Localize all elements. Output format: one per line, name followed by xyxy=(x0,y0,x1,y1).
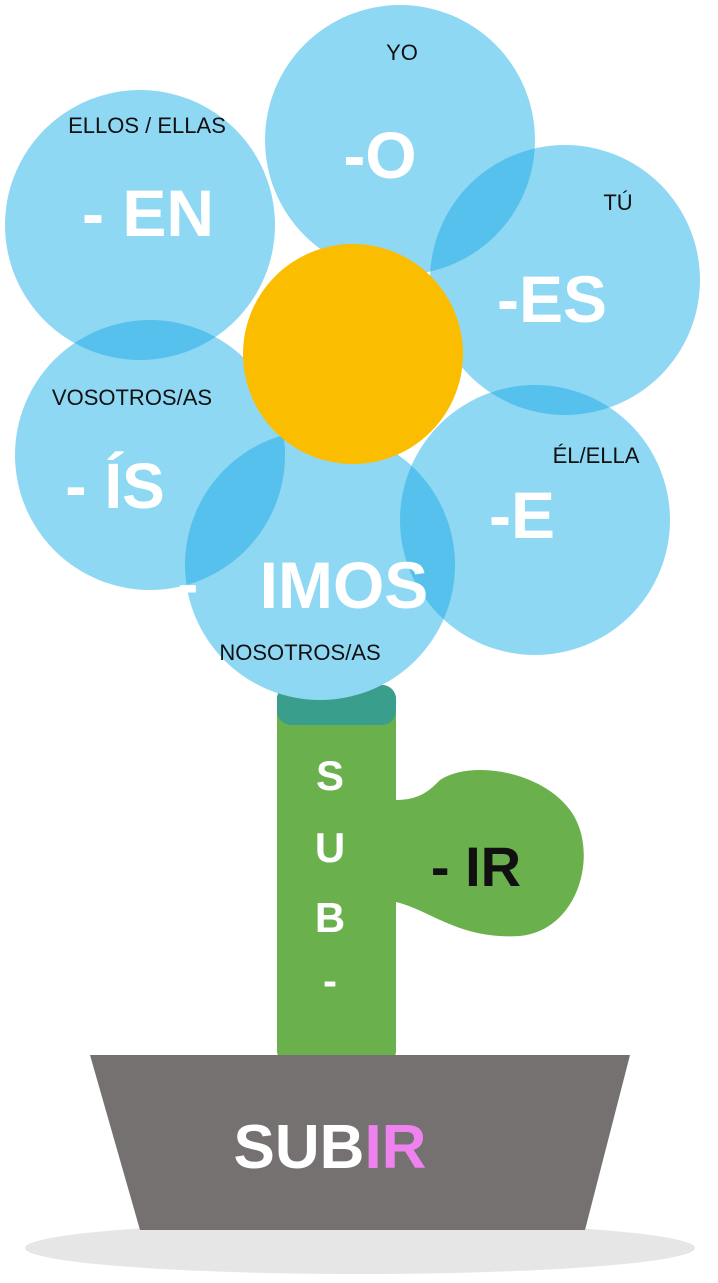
ending-ellos: - EN xyxy=(82,176,214,250)
petal-ellos xyxy=(5,90,275,360)
stem-letter: S xyxy=(316,752,344,799)
pronoun-vosotros: VOSOTROS/AS xyxy=(52,385,212,410)
ending-yo: -O xyxy=(343,118,416,192)
pronoun-el: ÉL/ELLA xyxy=(553,443,640,468)
stem-body xyxy=(277,685,396,1065)
pot-body xyxy=(90,1055,630,1230)
pronoun-nosotros: NOSOTROS/AS xyxy=(219,640,380,665)
leaf-label: - IR xyxy=(431,835,521,898)
pronoun-ellos: ELLOS / ELLAS xyxy=(68,113,226,138)
overlap-yo-tu xyxy=(430,145,535,275)
leaf-shape xyxy=(396,770,584,937)
ending-labels: -O -ES -E - IMOS - ÍS - EN xyxy=(65,118,607,622)
overlap-nos-vos xyxy=(185,430,285,590)
stem-letter: B xyxy=(315,894,345,941)
pronoun-tu: TÚ xyxy=(603,190,632,215)
stem-letter: - xyxy=(323,957,337,1004)
stem-letters: S U B - xyxy=(315,752,345,1004)
leaf: - IR xyxy=(396,770,584,937)
pot-label: SUBIR xyxy=(234,1113,427,1182)
pronoun-labels: YO TÚ ÉL/ELLA NOSOTROS/AS VOSOTROS/AS EL… xyxy=(52,40,640,665)
ending-tu: -ES xyxy=(497,262,607,336)
pot-label-ending: IR xyxy=(364,1113,426,1182)
ending-el: -E xyxy=(489,478,555,552)
ending-nosotros: IMOS xyxy=(260,548,429,622)
pot-label-stem: SUB xyxy=(234,1113,365,1182)
flower-center xyxy=(243,244,463,464)
petal-el xyxy=(400,385,670,655)
petal-overlaps xyxy=(15,90,670,655)
pronoun-yo: YO xyxy=(386,40,418,65)
ending-vosotros: - ÍS xyxy=(65,450,165,522)
ground-shadow xyxy=(25,1222,695,1274)
stem xyxy=(277,685,396,1065)
ending-nosotros-dash: - xyxy=(178,550,199,619)
pot: SUBIR xyxy=(90,1055,630,1230)
stem-letter: U xyxy=(315,824,345,871)
